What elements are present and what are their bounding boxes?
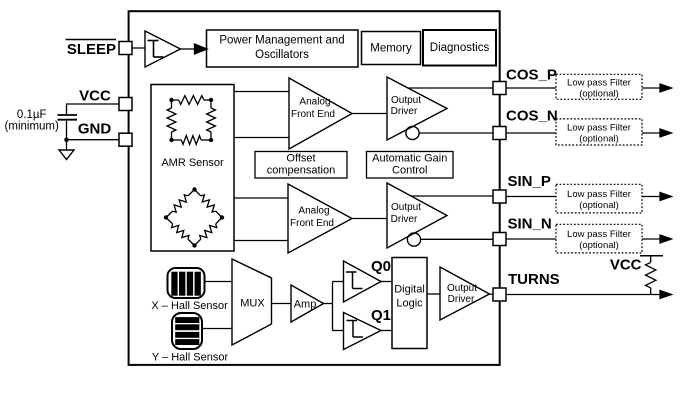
svg-text:0.1µF: 0.1µF (17, 109, 47, 121)
svg-text:Driver: Driver (391, 214, 418, 225)
svg-text:VCC: VCC (610, 257, 642, 274)
svg-text:X – Hall Sensor: X – Hall Sensor (151, 300, 228, 312)
svg-text:Automatic Gain: Automatic Gain (372, 153, 447, 165)
svg-text:Q1: Q1 (371, 307, 391, 324)
svg-text:COS_P: COS_P (506, 67, 557, 84)
svg-text:(optional): (optional) (579, 88, 619, 99)
svg-text:Front End: Front End (290, 218, 334, 229)
svg-text:compensation: compensation (267, 164, 336, 176)
svg-text:Offset: Offset (286, 153, 315, 165)
svg-text:(minimum): (minimum) (5, 120, 59, 132)
svg-text:Low pass Filter: Low pass Filter (567, 122, 631, 133)
svg-text:Diagnostics: Diagnostics (430, 42, 490, 54)
svg-text:Power Management and: Power Management and (219, 35, 344, 47)
svg-text:Q0: Q0 (371, 258, 391, 275)
svg-text:Amp: Amp (294, 299, 317, 311)
svg-text:(optional): (optional) (579, 200, 619, 211)
svg-text:VCC: VCC (79, 88, 111, 105)
svg-text:Low pass Filter: Low pass Filter (567, 229, 631, 240)
svg-text:Logic: Logic (396, 298, 423, 310)
svg-text:Output: Output (391, 202, 421, 213)
svg-text:Digital: Digital (394, 284, 425, 296)
svg-text:TURNS: TURNS (508, 271, 560, 288)
svg-text:Y – Hall Sensor: Y – Hall Sensor (152, 352, 229, 364)
svg-text:(optional): (optional) (579, 133, 619, 144)
svg-text:Driver: Driver (448, 294, 475, 305)
svg-text:Control: Control (392, 164, 427, 176)
svg-text:Output: Output (447, 283, 477, 294)
svg-text:Low pass Filter: Low pass Filter (567, 189, 631, 200)
svg-text:MUX: MUX (240, 298, 265, 310)
svg-text:SLEEP: SLEEP (67, 41, 116, 58)
svg-text:Front End: Front End (291, 109, 335, 120)
svg-text:Analog: Analog (299, 97, 330, 108)
svg-text:COS_N: COS_N (506, 108, 558, 125)
svg-text:Oscillators: Oscillators (255, 49, 309, 61)
svg-text:(optional): (optional) (579, 240, 619, 251)
svg-text:SIN_N: SIN_N (508, 216, 552, 233)
svg-text:Output: Output (391, 95, 421, 106)
svg-text:Driver: Driver (391, 106, 418, 117)
svg-text:AMR Sensor: AMR Sensor (161, 157, 224, 169)
svg-text:GND: GND (78, 121, 112, 138)
svg-text:SIN_P: SIN_P (508, 173, 551, 190)
svg-text:Low pass Filter: Low pass Filter (567, 77, 631, 88)
svg-text:Memory: Memory (370, 42, 412, 54)
svg-text:Analog: Analog (298, 206, 329, 217)
